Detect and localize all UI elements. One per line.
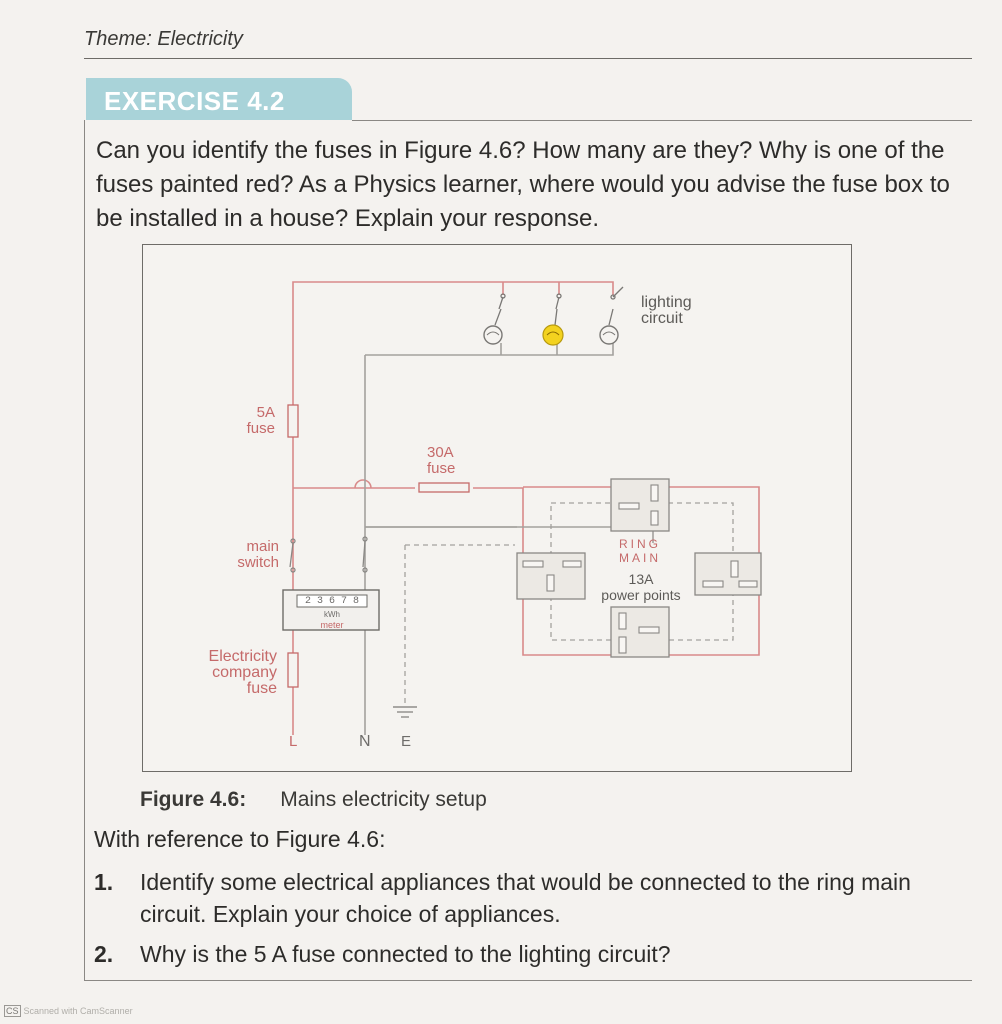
meter-digits: 2 3 6 7 8 [304,596,359,607]
figure-number: Figure 4.6: [140,788,247,811]
live-wires [292,281,760,735]
terminal-live-label: L [289,733,298,750]
exercise-box-left-border [84,120,85,980]
lamp-bulbs [483,324,619,346]
question-item: 1. Identify some electrical appliances t… [94,866,974,932]
exercise-intro-text: Can you identify the fuses in Figure 4.6… [96,137,950,232]
scanner-badge: CS [4,1005,21,1017]
kwh-meter-icon [282,589,380,631]
fuse-30a-icon [418,482,470,493]
mains-electricity-diagram: lighting circuit 5A fuse 30A fuse main s… [142,244,852,772]
label-30a-fuse: 30A fuse [427,444,456,477]
header-divider [84,58,972,59]
earth-wires [404,502,734,705]
exercise-badge: EXERCISE 4.2 [86,78,352,120]
label-lighting-circuit: lighting circuit [641,294,692,327]
lamp-bulb-off-icon [483,325,503,345]
label-electricity-company-fuse: Electricity company fuse [208,648,277,697]
question-number: 1. [94,869,114,895]
fuses [287,404,470,688]
page-header-theme: Theme: Electricity [84,28,243,50]
question-text: Why is the 5 A fuse connected to the lig… [140,941,671,967]
figure-caption-text: Mains electricity setup [280,788,487,811]
lighting-switches [494,286,624,326]
reference-line: With reference to Figure 4.6: [94,826,386,852]
label-ring-main: RING MAIN [619,537,661,565]
meter-label: meter [320,620,344,630]
question-item: 2. Why is the 5 A fuse connected to the … [94,938,974,972]
socket-pins [522,484,758,654]
power-socket-right-icon [694,552,762,596]
company-fuse-icon [287,652,299,688]
circuit-drawing [282,281,762,735]
meter-unit: kWh [324,610,340,619]
lamp-bulb-lit-icon [542,324,564,346]
figure-caption: Figure 4.6: Mains electricity setup [140,788,487,812]
exercise-box-bottom-border [84,980,972,981]
exercise-box-top-border [352,120,972,121]
question-text: Identify some electrical appliances that… [140,869,911,927]
earth-symbol [393,706,417,718]
exercise-title: EXERCISE 4.2 [104,86,285,116]
lamp-bulb-off-icon [599,325,619,345]
label-5a-fuse: 5A fuse [246,404,275,437]
label-main-switch: main switch [237,538,279,571]
main-switch-icon [289,536,368,573]
scanner-text: Scanned with CamScanner [23,1006,133,1016]
terminal-earth-label: E [401,733,412,750]
label-13a-power-points: 13A power points [601,571,681,603]
fuse-5a-icon [287,404,299,438]
terminal-neutral-label: N [359,733,371,750]
question-number: 2. [94,941,114,967]
